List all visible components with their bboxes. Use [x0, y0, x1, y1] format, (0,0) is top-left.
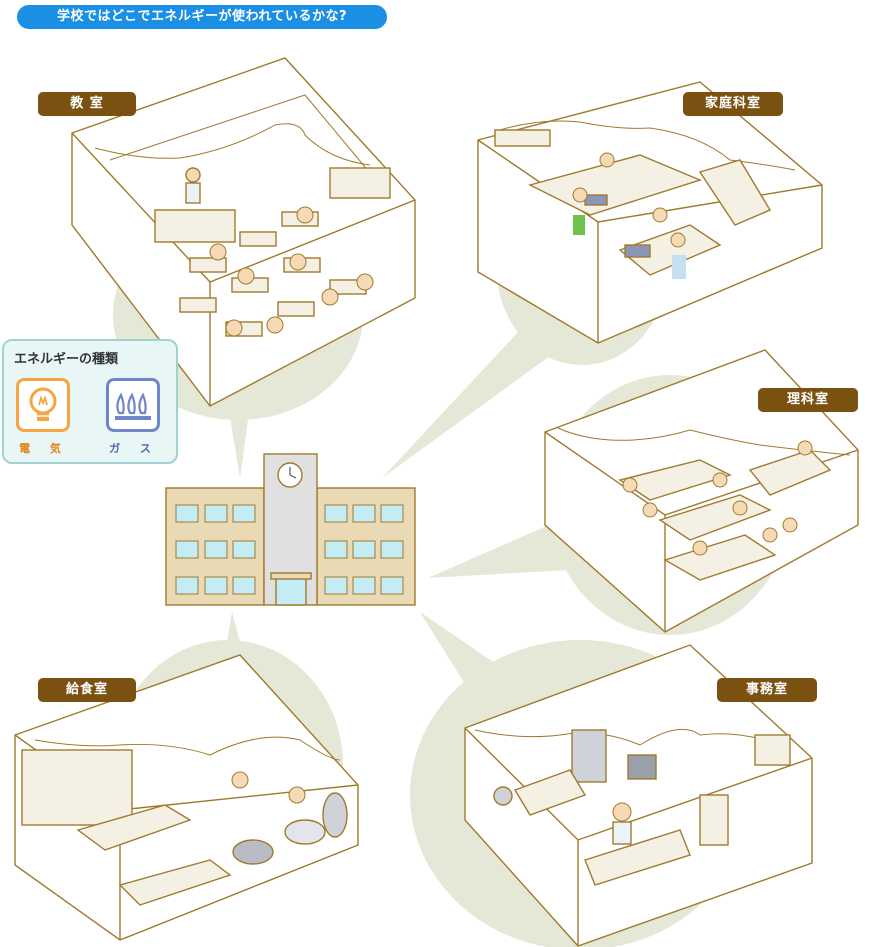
- lab-bench: [663, 534, 777, 581]
- label-classroom: 教 室: [38, 92, 136, 116]
- door: [699, 794, 729, 846]
- kitchen-pointer: [225, 612, 245, 660]
- lab-bench: [618, 459, 732, 501]
- staff-figure: [612, 802, 632, 822]
- home-economics-room: [477, 81, 823, 344]
- electricity-icon: [16, 378, 70, 432]
- science-room: [544, 349, 859, 633]
- page-title: 学校ではどこでエネルギーが使われているかな?: [17, 5, 387, 29]
- heater: [627, 754, 657, 780]
- office-room: [464, 644, 813, 947]
- kitchen-room: [14, 654, 359, 941]
- cook-figures: [231, 771, 306, 804]
- student-figures: [622, 440, 813, 556]
- kitchenette-counter: [513, 769, 587, 816]
- storage-shelves: [21, 749, 133, 826]
- gas-cooker-icon: [232, 839, 274, 865]
- gas-stove-icon: [624, 244, 651, 258]
- gas-label: ガ ス: [109, 442, 159, 455]
- mixing-kettle: [284, 819, 326, 845]
- teacher-bench: [748, 449, 832, 496]
- prep-table: [76, 804, 192, 851]
- stove-counter: [618, 224, 722, 276]
- label-science: 理科室: [758, 388, 858, 412]
- student-figures: [572, 152, 686, 248]
- label-home-economics: 家庭科室: [683, 92, 783, 116]
- energy-legend: エネルギーの種類 電 気 ガ ス: [2, 339, 178, 464]
- refrigerator: [571, 729, 607, 783]
- gas-stove-icon: [584, 194, 608, 206]
- electricity-label: 電 気: [19, 442, 69, 455]
- office-desk: [584, 829, 691, 886]
- student-figures: [209, 206, 374, 337]
- building-windows: [175, 504, 404, 595]
- school-building: [165, 453, 416, 606]
- legend-title: エネルギーの種類: [14, 352, 119, 367]
- classroom-room: [71, 57, 416, 407]
- teacher-desk: [154, 209, 236, 243]
- air-conditioner-icon: [329, 167, 391, 199]
- gas-flame-icon: [106, 378, 160, 432]
- air-conditioner-icon: [494, 129, 551, 147]
- classroom-pointer: [228, 405, 250, 478]
- office-pointer: [420, 612, 505, 700]
- label-kitchen: 給食室: [38, 678, 136, 702]
- home-economics-pointer: [382, 330, 565, 478]
- entrance-door: [275, 576, 307, 606]
- sink-counter: [118, 859, 232, 906]
- label-office: 事務室: [717, 678, 817, 702]
- science-pointer: [428, 520, 570, 578]
- teacher-figure: [185, 167, 201, 183]
- air-conditioner-icon: [754, 734, 791, 766]
- rice-cooker: [493, 786, 513, 806]
